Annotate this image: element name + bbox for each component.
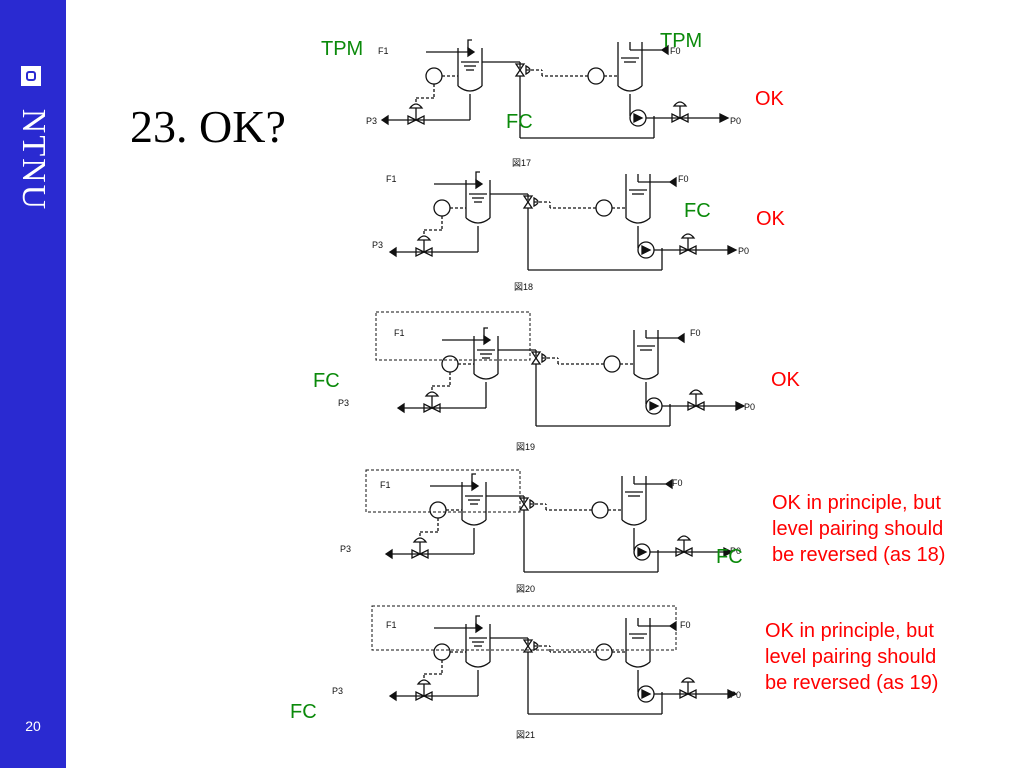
figure-19: F1 F0 P3 P0 図19: [338, 311, 755, 452]
fig19-verdict: OK: [771, 369, 800, 391]
fig20-verdict-line: level pairing should: [772, 518, 944, 540]
fig21-p3-tag: P3: [332, 686, 343, 696]
fig20-f0-tag: F0: [672, 478, 683, 488]
fig21-fc-label: FC: [290, 701, 317, 723]
fig17-fc-label: FC: [506, 111, 533, 133]
fig20-p0-tag: P0: [730, 546, 741, 556]
fig17-f1-tag: F1: [378, 46, 389, 56]
fig17-p3-tag: P3: [366, 116, 377, 126]
fig18-fc-label: FC: [684, 200, 711, 222]
fig21-verdict-line: level pairing should: [765, 646, 937, 668]
fig19-p3-tag: P3: [338, 398, 349, 408]
figure-20: F1 F0 P3 P0 図20: [340, 469, 741, 594]
fig19-caption: 図19: [516, 442, 535, 452]
figure-21: F1 F0 P3 P0 図21: [332, 605, 741, 740]
slide-title: 23. OK?: [130, 101, 286, 152]
fig21-verdict: OK in principle, but level pairing shoul…: [765, 618, 938, 696]
fig21-f1-tag: F1: [386, 620, 397, 630]
fig20-fc-label: FC: [716, 546, 743, 568]
fig21-verdict-line: OK in principle, but: [765, 620, 934, 642]
fig21-f0-tag: F0: [680, 620, 691, 630]
fig19-f0-tag: F0: [690, 328, 701, 338]
fig18-verdict: OK: [756, 208, 785, 230]
fig17-verdict: OK: [755, 88, 784, 110]
fig21-p0-tag: P0: [730, 690, 741, 700]
fig18-p0-tag: P0: [738, 246, 749, 256]
figure-17: F1 F0 P3 P0 図17: [366, 39, 741, 168]
fig19-p0-tag: P0: [744, 402, 755, 412]
fig18-f0-tag: F0: [678, 174, 689, 184]
fig17-f0-tag: F0: [670, 46, 681, 56]
fig18-p3-tag: P3: [372, 240, 383, 250]
fig20-verdict-line: OK in principle, but: [772, 492, 941, 514]
fig20-verdict: OK in principle, but level pairing shoul…: [772, 490, 945, 568]
fig20-verdict-line: be reversed (as 18): [772, 544, 946, 566]
sidebar: NTNU 20: [0, 0, 66, 768]
sidebar-divider: [66, 0, 68, 768]
fig17-caption: 図17: [512, 158, 531, 168]
tpm-label-right: TPM: [660, 30, 703, 52]
fig20-caption: 図20: [516, 584, 535, 594]
fig21-verdict-line: be reversed (as 19): [765, 672, 939, 694]
figure-18: F1 F0 P3 P0 図18: [372, 171, 749, 292]
ntnu-logo-icon: [21, 66, 41, 86]
fig20-p3-tag: P3: [340, 544, 351, 554]
fig17-p0-tag: P0: [730, 116, 741, 126]
fig20-f1-tag: F1: [380, 480, 391, 490]
fig21-caption: 図21: [516, 730, 535, 740]
fig19-fc-label: FC: [313, 370, 340, 392]
fig19-f1-tag: F1: [394, 328, 405, 338]
fig18-caption: 図18: [514, 282, 533, 292]
page-number: 20: [25, 718, 41, 734]
fig18-f1-tag: F1: [386, 174, 397, 184]
tpm-label-left: TPM: [321, 38, 364, 60]
